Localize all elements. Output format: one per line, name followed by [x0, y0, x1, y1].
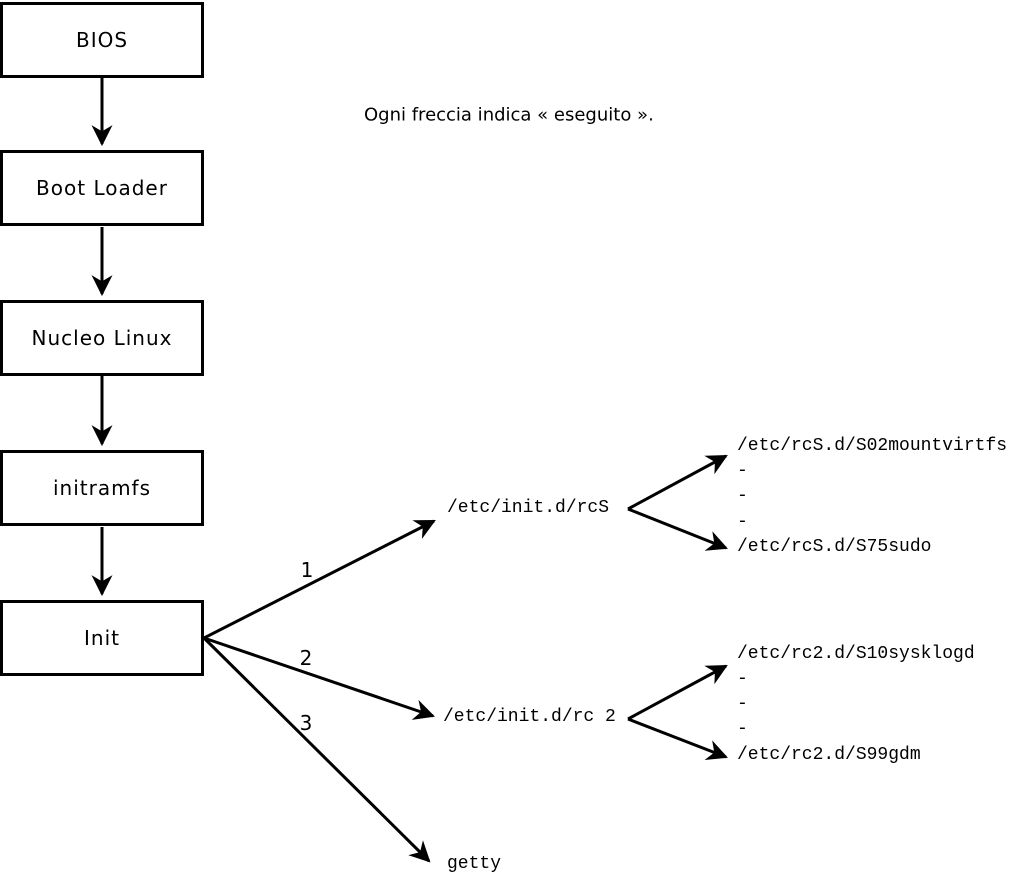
arrow-rcs-to-last-script: [627, 507, 728, 551]
arrow-init-to-getty: [202, 636, 431, 863]
node-rc2-script-path: /etc/init.d/rc 2: [443, 707, 616, 727]
branch-order-3: 3: [299, 711, 313, 735]
arrow-rc2-to-first-script: [627, 664, 728, 721]
node-init-label: Init: [84, 626, 120, 650]
rcs-script-item: /etc/rcS.d/S75sudo: [737, 537, 932, 557]
arrow-rcs-to-first-script: [627, 454, 728, 511]
node-init: Init: [0, 600, 204, 676]
rc2-script-placeholder: -: [737, 719, 748, 739]
rc2-script-placeholder: -: [737, 669, 748, 689]
node-rcs-script-path: /etc/init.d/rcS: [447, 498, 610, 518]
branch-order-1: 1: [300, 558, 314, 582]
node-initramfs-label: initramfs: [52, 476, 152, 500]
rc2-script-item: /etc/rc2.d/S99gdm: [737, 745, 921, 765]
node-bios: BIOS: [0, 2, 204, 78]
rcs-script-placeholder: -: [737, 512, 748, 532]
node-initramfs: initramfs: [0, 450, 204, 526]
node-boot-loader: Boot Loader: [0, 150, 204, 226]
rcs-script-placeholder: -: [737, 486, 748, 506]
rc2-script-item: /etc/rc2.d/S10sysklogd: [737, 644, 975, 664]
diagram-caption: Ogni freccia indica « eseguito ».: [364, 104, 654, 126]
rcs-script-item: /etc/rcS.d/S02mountvirtfs: [737, 436, 1008, 456]
node-linux-kernel-label: Nucleo Linux: [31, 326, 173, 350]
arrow-init-to-rc2: [203, 636, 435, 720]
rcs-script-placeholder: -: [737, 461, 748, 481]
node-boot-loader-label: Boot Loader: [36, 176, 168, 200]
rc2-script-placeholder: -: [737, 694, 748, 714]
node-getty: getty: [447, 854, 502, 874]
node-linux-kernel: Nucleo Linux: [0, 300, 204, 376]
arrow-rc2-to-last-script: [627, 717, 728, 760]
branch-order-2: 2: [299, 646, 313, 670]
arrow-init-to-rcs: [203, 519, 436, 640]
node-bios-label: BIOS: [75, 28, 129, 52]
